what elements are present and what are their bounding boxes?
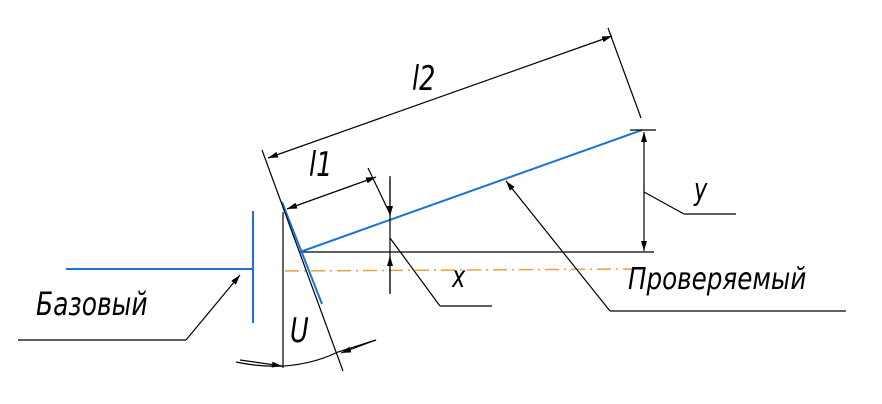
u-arrow-left (239, 359, 283, 368)
label-y: y (694, 173, 708, 208)
label-l1: l1 (309, 145, 333, 185)
l2-extension-right (607, 27, 642, 119)
center-axis (284, 268, 641, 272)
u-arc (235, 339, 377, 367)
l1-dimension (286, 176, 377, 210)
checked-leader (505, 180, 611, 312)
checked-perpendicular (281, 201, 323, 305)
checked-line (299, 129, 643, 253)
label-l2: l2 (412, 59, 436, 99)
l1-extension (367, 167, 391, 215)
base-leader (185, 274, 241, 341)
y-leader (643, 191, 685, 215)
label-checked: Проверяемый (628, 262, 807, 297)
x-leader (389, 237, 441, 307)
l2-dimension (267, 35, 613, 159)
label-u: U (290, 311, 309, 351)
label-x: x (452, 260, 466, 295)
angle-leg (261, 149, 344, 372)
label-base: Базовый (36, 285, 148, 323)
u-arrow-right (340, 339, 377, 354)
